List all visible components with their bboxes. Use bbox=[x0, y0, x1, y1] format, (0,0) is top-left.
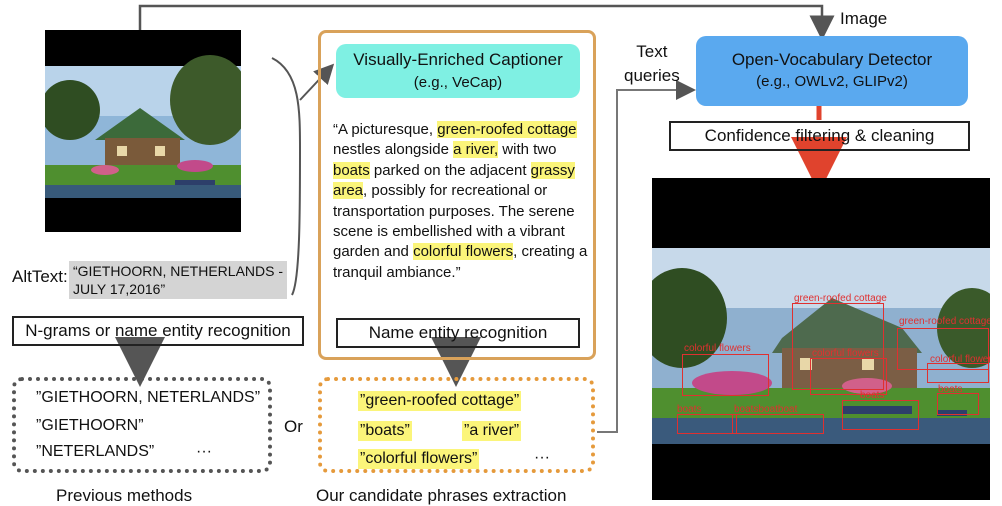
detection-box bbox=[937, 393, 979, 415]
candidate-phrase: ”green-roofed cottage” bbox=[358, 391, 522, 411]
detection-box bbox=[792, 303, 884, 390]
detection-label: colorful flowers bbox=[812, 348, 879, 359]
ellipsis: ··· bbox=[534, 449, 550, 466]
detection-box bbox=[810, 358, 887, 395]
caption-text: , creating a tranquil ambiance.” bbox=[333, 243, 588, 281]
previous-methods-box: ”GIETHOORN, NETERLANDS” ”GIETHOORN” ”NET… bbox=[12, 377, 272, 473]
detection-label: boats bbox=[677, 404, 702, 415]
image-label: Image bbox=[840, 9, 888, 28]
detection-label: boatsboatboat bbox=[734, 404, 798, 415]
detection-label: boats bbox=[860, 390, 885, 401]
detection-box bbox=[682, 354, 769, 396]
detector-box: Open-Vocabulary Detector (e.g., OWLv2, G… bbox=[696, 36, 968, 106]
photo-illustration bbox=[45, 55, 241, 198]
detection-box bbox=[927, 363, 989, 383]
captioner-panel bbox=[318, 30, 596, 360]
generated-caption: “A picturesque, green-roofed cottage nes… bbox=[333, 120, 588, 283]
candidates-to-detector-arrow bbox=[597, 80, 696, 433]
detection-label: colorful flowers bbox=[930, 354, 990, 365]
confidence-filter-box: Confidence filtering & cleaning bbox=[669, 121, 970, 151]
detector-subtitle: (e.g., OWLv2, GLIPv2) bbox=[756, 73, 908, 90]
ner-box: Name entity recognition bbox=[336, 318, 580, 348]
caption-highlight: boats bbox=[333, 161, 370, 179]
captioner-subtitle: (e.g., VeCap) bbox=[413, 74, 503, 91]
input-photo bbox=[45, 30, 241, 232]
previous-item: ”GIETHOORN, NETERLANDS” bbox=[36, 389, 261, 406]
to-captioner-arrow bbox=[299, 63, 335, 101]
caption-text: with two bbox=[498, 141, 557, 159]
detection-photo-illustration bbox=[652, 248, 990, 444]
previous-methods-label: Previous methods bbox=[56, 486, 193, 505]
captioner-title-box: Visually-Enriched Captioner (e.g., VeCap… bbox=[336, 44, 580, 98]
bracket-curve bbox=[271, 57, 301, 296]
captioner-title: Visually-Enriched Captioner bbox=[353, 50, 563, 69]
candidate-phrases-box: ”green-roofed cottage” ”boats” ”a river”… bbox=[318, 377, 595, 473]
ellipsis: ··· bbox=[196, 443, 212, 460]
candidate-phrase: ”a river” bbox=[462, 421, 522, 441]
candidate-phrase: ”boats” bbox=[358, 421, 412, 441]
caption-text: , possibly for recreational or transport… bbox=[333, 182, 575, 261]
alttext-value: “GIETHOORN, NETHERLANDS - JULY 17,2016” bbox=[69, 261, 287, 299]
detection-label: colorful flowers bbox=[684, 343, 751, 354]
alttext-label: AltText: bbox=[12, 267, 68, 286]
or-label: Or bbox=[284, 417, 303, 436]
detection-label: boats bbox=[938, 384, 963, 395]
candidate-phrase: ”colorful flowers” bbox=[358, 449, 480, 469]
image-to-detector-arrow bbox=[138, 4, 835, 41]
detection-box bbox=[897, 328, 989, 370]
detection-label: green-roofed cottage bbox=[794, 293, 887, 304]
our-extraction-label: Our candidate phrases extraction bbox=[316, 486, 567, 505]
caption-highlight: a river, bbox=[453, 141, 499, 159]
detection-box bbox=[842, 400, 919, 430]
detection-output-photo: green-roofed cottage green-roofed cottag… bbox=[652, 178, 990, 500]
caption-highlight: green-roofed cottage bbox=[437, 121, 577, 138]
ngram-box: N-grams or name entity recognition bbox=[12, 316, 304, 346]
text-queries-label: Text queries bbox=[624, 42, 680, 85]
detection-box bbox=[732, 414, 824, 434]
detection-label: green-roofed cottage bbox=[899, 316, 990, 327]
detector-title: Open-Vocabulary Detector bbox=[731, 50, 933, 69]
previous-item: ”GIETHOORN” bbox=[36, 417, 144, 434]
caption-text: “A picturesque, bbox=[333, 121, 438, 138]
caption-text: parked on the adjacent bbox=[369, 161, 531, 179]
detection-box bbox=[677, 414, 737, 434]
caption-highlight: colorful flowers bbox=[413, 243, 514, 261]
caption-text: nestles alongside bbox=[333, 141, 454, 159]
previous-item: ”NETERLANDS” bbox=[36, 443, 155, 460]
